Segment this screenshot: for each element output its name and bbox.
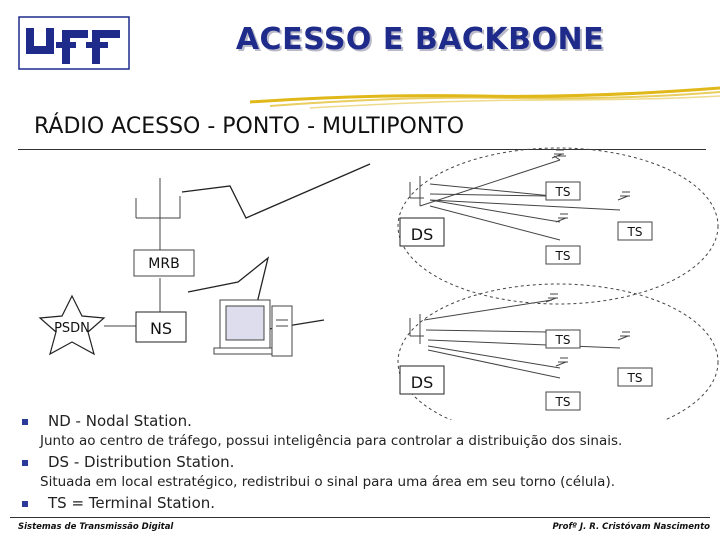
ds-top-label: DS [411, 225, 433, 244]
decorative-swoosh [250, 86, 720, 109]
cell-bottom [397, 283, 719, 420]
section-subtitle: RÁDIO ACESSO - PONTO - MULTIPONTO [34, 114, 465, 139]
uff-logo [18, 16, 130, 70]
mrb-label: MRB [148, 256, 179, 272]
mrb-box [133, 249, 195, 277]
page-title: ACESSO E BACKBONE [235, 22, 605, 57]
bullet-marker-icon [22, 460, 28, 466]
bullet-marker-icon [22, 419, 28, 425]
bullet-description: Situada em local estratégico, redistribu… [40, 474, 616, 490]
ts-bottom-2-label: TS [627, 371, 643, 385]
ts-top-3-box [545, 245, 581, 265]
ts-bottom-3-label: TS [555, 395, 571, 409]
ts-bottom-1-label: TS [555, 333, 571, 347]
ts-bottom-3-box [545, 391, 581, 411]
footer-divider [10, 517, 710, 518]
bullet-term: ND - Nodal Station. [48, 412, 192, 430]
ns-box [135, 311, 187, 343]
bullet-description: Junto ao centro de tráfego, possui intel… [40, 433, 623, 449]
ds-bottom-label: DS [411, 373, 433, 392]
ts-top-1-label: TS [555, 185, 571, 199]
ts-top-1-box [545, 181, 581, 201]
bullet-marker-icon [22, 501, 28, 507]
bullet-term: TS = Terminal Station. [48, 494, 216, 512]
header-divider [18, 149, 706, 150]
radio-link [181, 163, 371, 219]
psdn-star-icon [38, 294, 106, 356]
ts-top-2-box [617, 221, 653, 241]
ts-top-3-label: TS [555, 249, 571, 263]
psdn-label: PSDN [54, 321, 90, 336]
ts-bottom-1-box [545, 329, 581, 349]
ns-label: NS [150, 319, 172, 338]
ds-top-box [399, 217, 445, 247]
cell-top [397, 147, 719, 305]
footer-author: Profº J. R. Cristóvam Nascimento [552, 522, 710, 532]
bullet-term: DS - Distribution Station. [48, 453, 235, 471]
network-diagram: PSDN NS MRB DS DS TS TS TS TS TS TS [38, 147, 719, 420]
ds-bottom-box [399, 365, 445, 395]
ts-top-2-label: TS [627, 225, 643, 239]
ds-top-antenna-icon [409, 155, 566, 207]
mrb-antenna-icon [135, 178, 181, 250]
ds-bottom-antenna-icon [409, 314, 424, 344]
computer-icon [213, 299, 293, 357]
ts-bottom-2-box [617, 367, 653, 387]
footer-course: Sistemas de Transmissão Digital [18, 522, 174, 532]
